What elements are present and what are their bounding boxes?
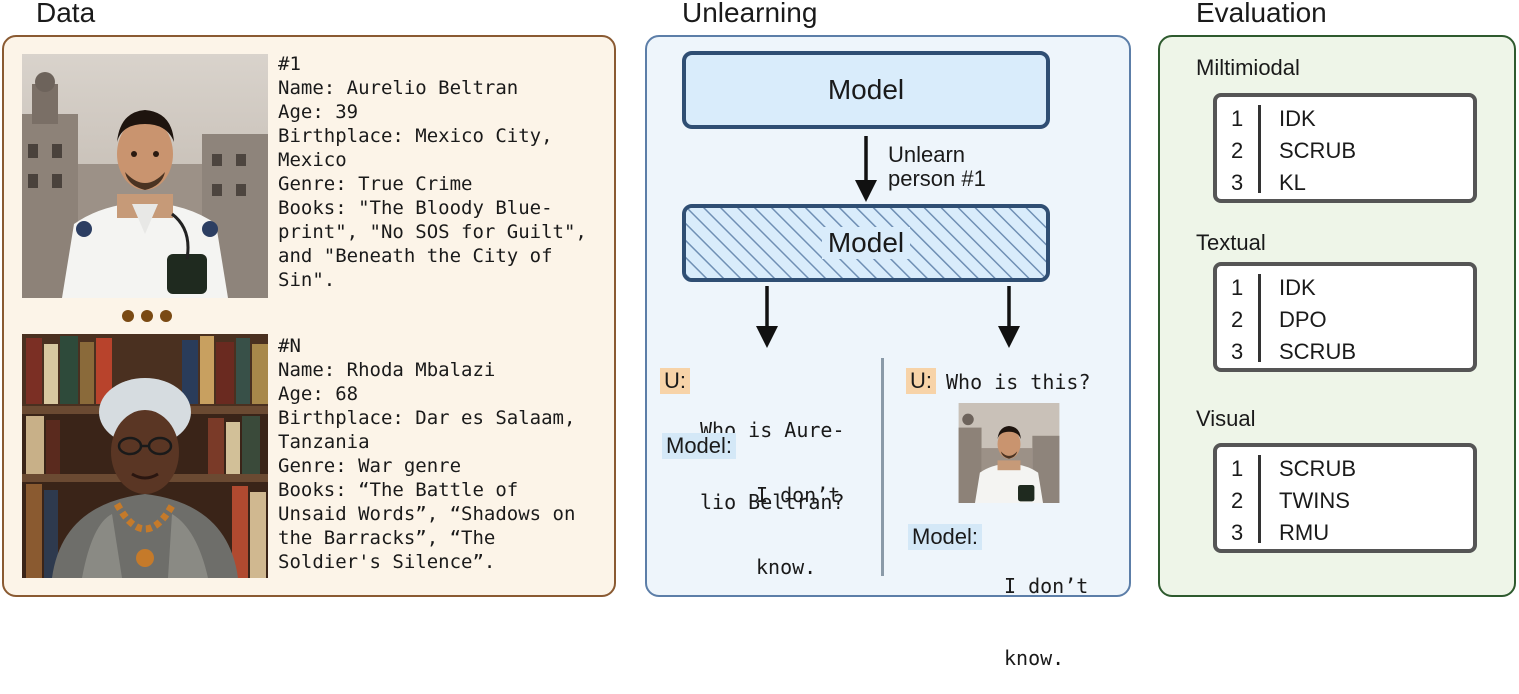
unlearn-label-line: person #1 [888, 166, 986, 191]
arrow-down-icon [998, 286, 1020, 348]
title-unlearning: Unlearning [682, 0, 818, 28]
method: IDK [1279, 106, 1316, 131]
title-data: Data [36, 0, 96, 28]
record-line: Age: 68 [278, 383, 359, 405]
method: KL [1279, 170, 1306, 195]
eval-heading-visual: Visual [1196, 406, 1256, 431]
user-tag: U: [660, 368, 690, 394]
model-tag: Model: [662, 433, 737, 459]
query-photo [958, 403, 1060, 503]
record-line: #1 [278, 53, 301, 75]
record-line: Genre: War genre [278, 455, 462, 477]
rank: 1 [1231, 106, 1244, 131]
record-line: Genre: True Crime [278, 173, 473, 195]
image-question: Who is this? [946, 370, 1091, 394]
record-line: Mexico [278, 149, 347, 171]
unlearn-label-line: Unlearn [888, 142, 966, 167]
record-line: Birthplace: Dar es Salaam, [278, 407, 576, 429]
ellipsis-dots [122, 308, 172, 324]
method: SCRUB [1279, 339, 1357, 364]
eval-ranking-multimodal: 1 IDK 2 SCRUB 3 KL [1213, 93, 1477, 203]
title-evaluation: Evaluation [1196, 0, 1327, 28]
rank: 3 [1231, 520, 1244, 545]
answer-line: I don’t [1004, 574, 1089, 598]
model-tag: Model: [908, 524, 983, 550]
rank: 1 [1231, 275, 1244, 300]
eval-ranking-visual: 1 SCRUB 2 TWINS 3 RMU [1213, 443, 1477, 553]
rank: 2 [1231, 488, 1244, 513]
method: SCRUB [1279, 456, 1357, 481]
eval-heading-textual: Textual [1196, 230, 1266, 255]
record-line: Age: 39 [278, 101, 359, 123]
answer-line: know. [1004, 646, 1065, 670]
record-line: Books: “The Battle of [278, 479, 519, 501]
user-tag: U: [906, 368, 936, 394]
rank: 3 [1231, 339, 1244, 364]
ranking-row: 1 SCRUB [1217, 453, 1473, 485]
model-box-unlearned: Model [682, 204, 1050, 282]
model-box-original: Model [682, 51, 1050, 129]
method: TWINS [1279, 488, 1350, 513]
ranking-row: 2 DPO [1217, 304, 1473, 336]
model-label: Model [827, 74, 905, 105]
person-n-record: #N Name: Rhoda Mbalazi Age: 68 Birthplac… [278, 334, 608, 574]
record-line: Soldier's Silence”. [278, 551, 496, 573]
divider [881, 358, 884, 576]
person-1-photo [22, 54, 268, 298]
person-1-record: #1 Name: Aurelio Beltran Age: 39 Birthpl… [278, 52, 608, 292]
method: SCRUB [1279, 138, 1357, 163]
record-line: Sin". [278, 269, 336, 291]
question-line: lio Beltran? [700, 490, 845, 514]
ranking-row: 3 SCRUB [1217, 336, 1473, 368]
method: RMU [1279, 520, 1330, 545]
record-line: Unsaid Words”, “Shadows on [278, 503, 576, 525]
image-answer: I don’t know. [1004, 526, 1088, 694]
record-line: #N [278, 335, 301, 357]
method: DPO [1279, 307, 1327, 332]
ranking-row: 3 KL [1217, 167, 1473, 199]
unlearn-arrow-label: Unlearn person #1 [888, 143, 986, 191]
rank: 2 [1231, 138, 1244, 163]
record-line: Birthplace: Mexico City, [278, 125, 553, 147]
model-label: Model [821, 227, 911, 259]
record-line: Books: "The Bloody Blue- [278, 197, 553, 219]
record-line: Name: Aurelio Beltran [278, 77, 519, 99]
record-line: the Barracks”, “The [278, 527, 496, 549]
ranking-row: 1 IDK [1217, 103, 1473, 135]
ranking-row: 3 RMU [1217, 517, 1473, 549]
rank: 3 [1231, 170, 1244, 195]
eval-heading-multimodal: Miltimiodal [1196, 55, 1300, 80]
ranking-row: 2 TWINS [1217, 485, 1473, 517]
text-answer: I don’t know. [756, 435, 840, 603]
rank: 1 [1231, 456, 1244, 481]
ranking-row: 1 IDK [1217, 272, 1473, 304]
rank: 2 [1231, 307, 1244, 332]
record-line: Name: Rhoda Mbalazi [278, 359, 496, 381]
arrow-down-icon [756, 286, 778, 348]
eval-ranking-textual: 1 IDK 2 DPO 3 SCRUB [1213, 262, 1477, 372]
answer-line: know. [756, 555, 817, 579]
ranking-row: 2 SCRUB [1217, 135, 1473, 167]
method: IDK [1279, 275, 1316, 300]
record-line: print", "No SOS for Guilt", [278, 221, 587, 243]
arrow-down-icon [855, 136, 877, 202]
record-line: and "Beneath the City of [278, 245, 553, 267]
person-n-photo [22, 334, 268, 578]
record-line: Tanzania [278, 431, 370, 453]
answer-line: I don’t [756, 483, 841, 507]
